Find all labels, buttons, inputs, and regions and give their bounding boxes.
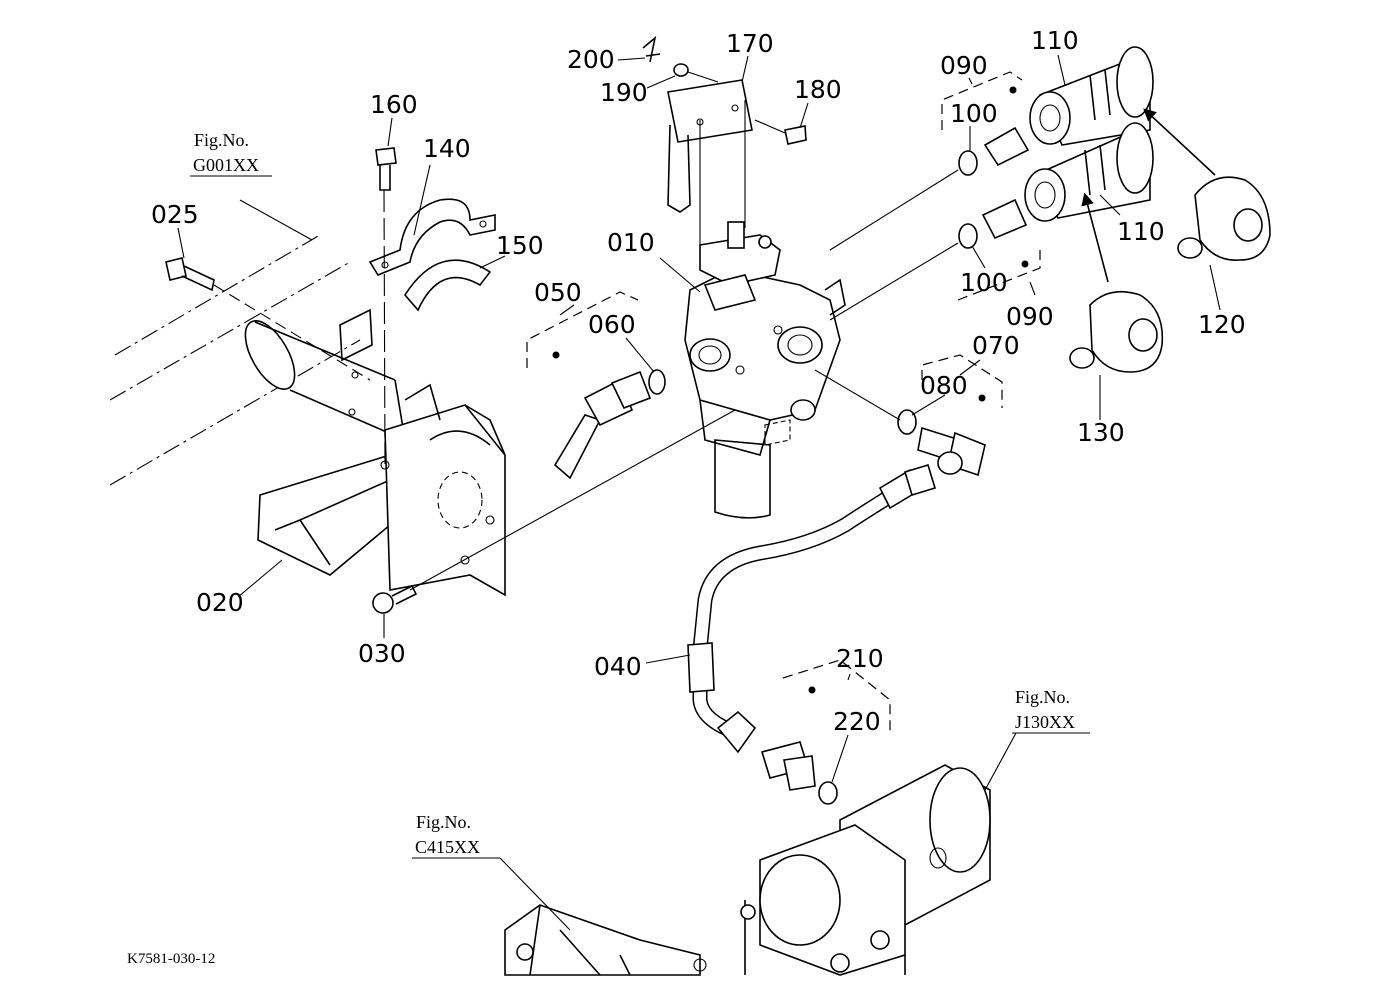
elbow-fitting-050 xyxy=(553,370,652,480)
part-130[interactable]: 130 xyxy=(1077,418,1125,447)
lever-bracket-170 xyxy=(667,79,753,245)
pump-assembly xyxy=(740,764,991,976)
coupler-110-upper xyxy=(1029,46,1154,146)
part-210[interactable]: 210 xyxy=(836,644,884,673)
bolt-160 xyxy=(375,147,397,471)
transmission-housing xyxy=(504,904,707,976)
nipple-100-lower xyxy=(829,198,1028,321)
part-140[interactable]: 140 xyxy=(423,134,471,163)
part-040[interactable]: 040 xyxy=(594,652,642,681)
part-110-upper[interactable]: 110 xyxy=(1031,26,1079,55)
part-110-lower[interactable]: 110 xyxy=(1117,217,1165,246)
shim-150 xyxy=(404,259,492,312)
group-bracket-090-upper xyxy=(941,71,1023,130)
part-080[interactable]: 080 xyxy=(920,371,968,400)
part-160[interactable]: 160 xyxy=(370,90,418,119)
fig-ref-j130[interactable]: Fig.No. J130XX xyxy=(1012,687,1090,734)
part-200[interactable]: 200 xyxy=(567,45,615,74)
part-100-lower[interactable]: 100 xyxy=(960,268,1008,297)
part-025[interactable]: 025 xyxy=(151,200,199,229)
fig-ref-g001-label: Fig.No. xyxy=(194,130,249,150)
part-090-lower[interactable]: 090 xyxy=(1006,302,1054,331)
dust-cap-120 xyxy=(1143,108,1271,261)
o-ring-060 xyxy=(648,369,666,395)
part-050[interactable]: 050 xyxy=(534,278,582,307)
leader-lines xyxy=(177,54,1221,931)
part-190[interactable]: 190 xyxy=(600,78,648,107)
part-callouts: 010 020 025 030 040 050 060 070 080 090 … xyxy=(151,26,1246,736)
bolt-025 xyxy=(165,257,371,381)
fig-ref-g001-code: G001XX xyxy=(193,155,259,175)
part-100-upper[interactable]: 100 xyxy=(950,99,998,128)
adapter-210 xyxy=(760,741,816,791)
dust-cap-130 xyxy=(1069,192,1164,373)
fitting-070 xyxy=(917,426,986,477)
group-bracket-090-lower xyxy=(957,250,1041,301)
part-060[interactable]: 060 xyxy=(588,310,636,339)
part-180[interactable]: 180 xyxy=(794,75,842,104)
part-010[interactable]: 010 xyxy=(607,228,655,257)
drawing-reference: K7581-030-12 xyxy=(127,951,215,967)
part-030[interactable]: 030 xyxy=(358,639,406,668)
coupler-110-lower xyxy=(1024,122,1154,222)
part-170[interactable]: 170 xyxy=(726,29,774,58)
fig-ref-c415[interactable]: Fig.No. C415XX xyxy=(412,812,500,859)
o-ring-220 xyxy=(818,781,838,805)
fig-ref-j130-code: J130XX xyxy=(1015,712,1075,732)
control-valve-010 xyxy=(684,221,846,519)
hose-040 xyxy=(687,464,936,754)
bracket-020 xyxy=(257,383,506,597)
clamp-140 xyxy=(368,198,496,276)
frame-phantom-lines xyxy=(109,199,361,486)
group-bracket-210 xyxy=(782,659,891,732)
part-070[interactable]: 070 xyxy=(972,331,1020,360)
fig-ref-j130-label: Fig.No. xyxy=(1015,687,1070,707)
part-150[interactable]: 150 xyxy=(496,231,544,260)
part-090-upper[interactable]: 090 xyxy=(940,51,988,80)
part-220[interactable]: 220 xyxy=(833,707,881,736)
o-ring-080 xyxy=(814,369,917,435)
clip-200 xyxy=(642,35,661,63)
part-020[interactable]: 020 xyxy=(196,588,244,617)
fig-ref-c415-code: C415XX xyxy=(415,837,480,857)
mounting-tube xyxy=(244,308,406,441)
washer-190 xyxy=(673,63,719,83)
nipple-100-upper xyxy=(829,126,1030,251)
bolt-030 xyxy=(372,409,736,614)
fig-ref-c415-label: Fig.No. xyxy=(416,812,471,832)
group-bracket-070 xyxy=(921,354,1003,408)
pin-180 xyxy=(754,119,807,145)
group-bracket-050 xyxy=(526,291,639,368)
part-120[interactable]: 120 xyxy=(1198,310,1246,339)
fig-ref-g001[interactable]: Fig.No. G001XX xyxy=(190,130,272,177)
